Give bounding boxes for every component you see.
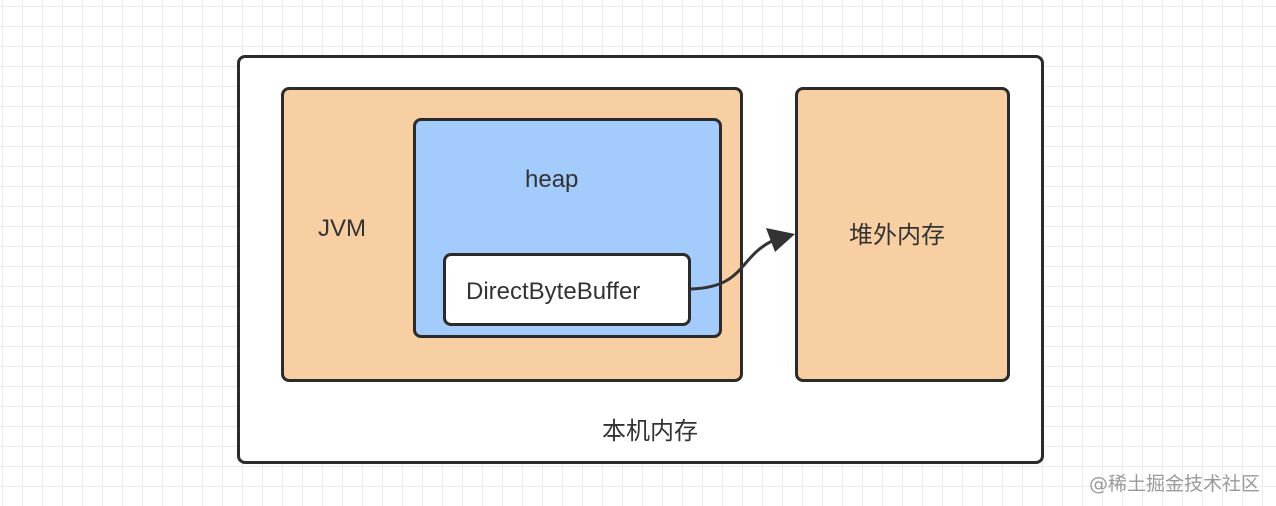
off-heap-memory-box	[795, 87, 1010, 382]
off-heap-memory-label: 堆外内存	[849, 221, 945, 249]
heap-label: heap	[525, 166, 579, 193]
native-memory-label: 本机内存	[602, 417, 698, 445]
watermark: @稀土掘金技术社区	[1088, 473, 1260, 495]
direct-byte-buffer-label: DirectByteBuffer	[466, 278, 641, 305]
jvm-label: JVM	[318, 215, 366, 242]
direct-byte-buffer-box	[443, 253, 691, 326]
